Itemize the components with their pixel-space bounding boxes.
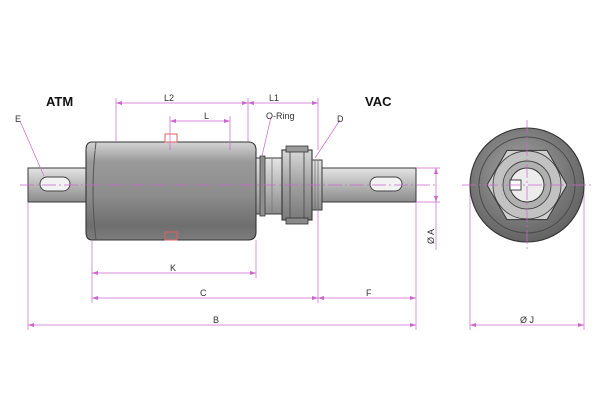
- d-leader: [314, 119, 341, 159]
- labels: ATM VAC E D O-Ring L2 L1 L K C F B Ø J Ø…: [15, 93, 534, 325]
- e-leader: [19, 120, 45, 177]
- d-label: D: [337, 114, 344, 124]
- o-ring: [259, 155, 266, 217]
- f-label: F: [366, 288, 372, 298]
- o-ring-groove: [255, 155, 283, 217]
- oring-leader: [261, 116, 272, 157]
- l-label: L: [204, 111, 209, 121]
- leaders: [19, 116, 341, 177]
- b-label: B: [213, 315, 219, 325]
- keyway-slot: [369, 176, 403, 192]
- marker-top: [164, 133, 178, 143]
- atm-label: ATM: [46, 94, 73, 109]
- l2-label: L2: [164, 93, 174, 103]
- end-view: [462, 120, 592, 250]
- dimensions: [27, 98, 585, 330]
- l1-label: L1: [269, 93, 279, 103]
- marker-bottom: [164, 231, 178, 241]
- a-label: Ø A: [426, 229, 436, 244]
- j-label: Ø J: [520, 315, 534, 325]
- k-label: K: [170, 263, 176, 273]
- arrowheads: [28, 101, 584, 327]
- housing-body: [85, 141, 257, 241]
- c-label: C: [200, 288, 207, 298]
- oring-label: O-Ring: [266, 111, 295, 121]
- e-label: E: [15, 114, 21, 124]
- vac-label: VAC: [365, 94, 392, 109]
- side-view: [20, 133, 438, 241]
- keyway-slot: [39, 176, 71, 192]
